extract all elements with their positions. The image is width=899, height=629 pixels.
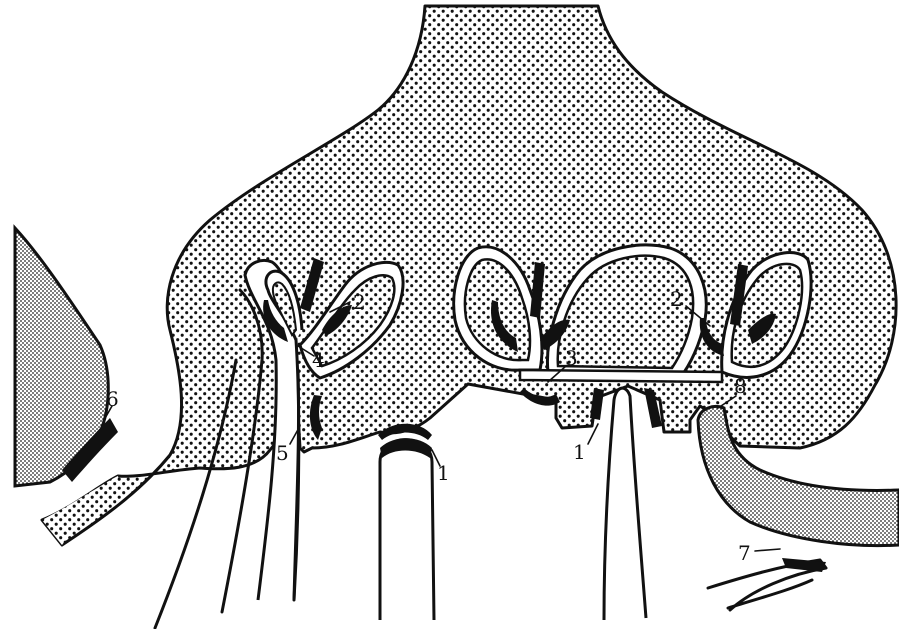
label-2-left: 2 bbox=[353, 290, 366, 314]
label-7: 7 bbox=[738, 541, 751, 565]
label-1-left: 1 bbox=[437, 461, 450, 485]
label-6: 6 bbox=[106, 387, 119, 411]
label-3: 3 bbox=[565, 346, 578, 370]
label-8: 8 bbox=[734, 374, 747, 398]
label-5: 5 bbox=[276, 441, 289, 465]
leader-7 bbox=[755, 549, 780, 551]
right-axon bbox=[604, 388, 646, 620]
label-2-right: 2 bbox=[670, 287, 683, 311]
center-axon bbox=[380, 440, 434, 620]
label-4: 4 bbox=[312, 348, 325, 372]
label-1-right: 1 bbox=[573, 440, 586, 464]
